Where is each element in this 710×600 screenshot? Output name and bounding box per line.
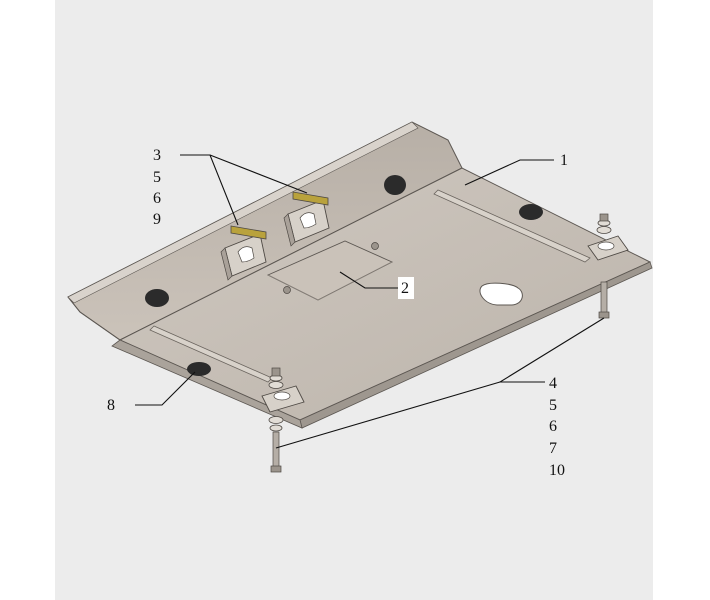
callout-6-top: 6	[153, 190, 161, 207]
callout-5-bottom: 5	[549, 397, 557, 414]
bolt-left	[272, 431, 280, 469]
yellow-clip-right	[292, 191, 329, 206]
yellow-clip-left	[230, 225, 267, 240]
flange-hole-left	[145, 289, 169, 307]
rear-brackets	[220, 191, 330, 281]
plate-hole-right	[519, 204, 543, 220]
plate-holes	[187, 204, 543, 376]
callout-9: 9	[153, 211, 161, 228]
callout-3: 3	[153, 147, 161, 164]
leader-lines	[135, 154, 605, 449]
callout-4: 4	[549, 375, 557, 392]
flange-hole-right	[384, 175, 406, 195]
plate-hole-left	[187, 362, 211, 376]
callout-7: 7	[549, 440, 557, 457]
bolt-right	[600, 281, 608, 315]
callout-8: 8	[107, 397, 115, 414]
service-hatch	[266, 240, 394, 301]
flange-holes	[145, 175, 406, 307]
callout-1: 1	[560, 152, 568, 169]
callout-6-bottom: 6	[549, 418, 557, 435]
callout-labels: 3 5 6 9 1 2 8 4 5 6 7 10	[107, 147, 568, 479]
callout-2-box	[398, 277, 414, 299]
callout-2: 2	[401, 280, 409, 297]
front-brackets	[261, 213, 629, 413]
callout-10: 10	[549, 462, 565, 479]
stiffener-ribs	[149, 189, 591, 383]
callout-5-top: 5	[153, 169, 161, 186]
